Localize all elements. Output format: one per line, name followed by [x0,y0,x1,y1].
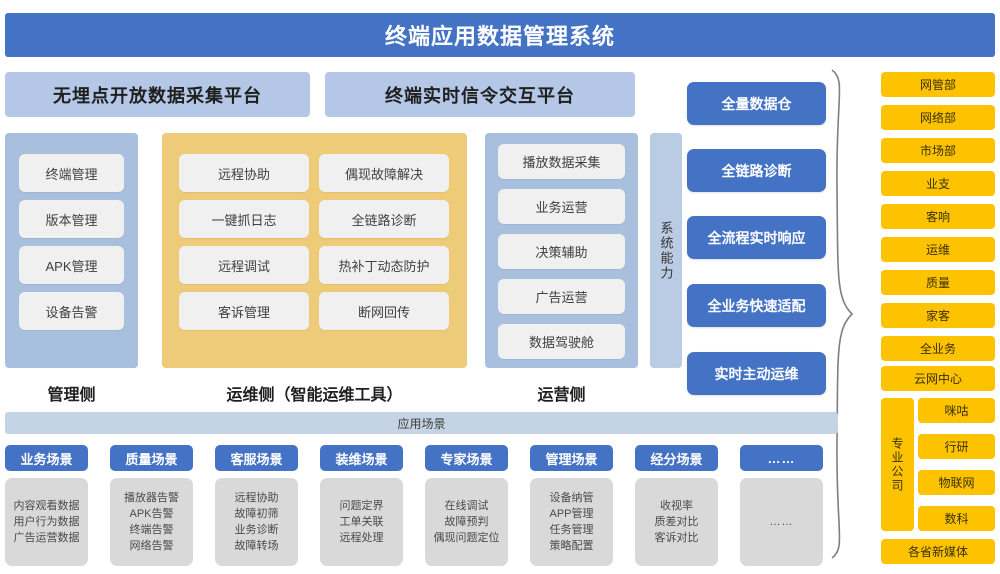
scenario-body-5: 设备纳管 APP管理 任务管理 策略配置 [530,478,613,566]
scenario-body-4: 在线调试 故障预判 偶现问题定位 [425,478,508,566]
scenario-body-3: 问题定界 工单关联 远程处理 [320,478,403,566]
scenario-tab-3[interactable]: 装维场景 [320,445,403,471]
system-capability-label: 系统能力 [658,220,674,281]
scenario-tab-0[interactable]: 业务场景 [5,445,88,471]
scenario-tab-6[interactable]: 经分场景 [635,445,718,471]
dept-chip-new-media[interactable]: 各省新媒体 [881,539,995,564]
dept-chip-2[interactable]: 市场部 [881,138,995,163]
scenario-body-more: …… [740,478,823,566]
caption-management: 管理侧 [47,387,96,404]
panel-operations-maintenance: 远程协助 一键抓日志 远程调试 客诉管理 偶现故障解决 全链路诊断 热补丁动态防… [162,133,467,368]
chip-ops-left-1[interactable]: 一键抓日志 [179,200,309,238]
chip-biz-2[interactable]: 决策辅助 [498,234,625,269]
scenario-tab-1[interactable]: 质量场景 [110,445,193,471]
chip-management-3[interactable]: 设备告警 [19,292,124,330]
chip-ops-left-3[interactable]: 客诉管理 [179,292,309,330]
dept-chip-7[interactable]: 家客 [881,303,995,328]
caption-operations-maintenance: 运维侧（智能运维工具） [226,387,403,404]
platform-header-collection: 无埋点开放数据采集平台 [5,72,310,117]
dept-chip-0[interactable]: 网管部 [881,72,995,97]
chip-biz-1[interactable]: 业务运营 [498,189,625,224]
dept-chip-3[interactable]: 业支 [881,171,995,196]
capability-button-3[interactable]: 全业务快速适配 [687,284,826,327]
curly-brace-icon [831,69,854,559]
capability-button-4[interactable]: 实时主动运维 [687,352,826,395]
dept-chip-1[interactable]: 网络部 [881,105,995,130]
dept-chip-6[interactable]: 质量 [881,270,995,295]
chip-ops-right-2[interactable]: 热补丁动态防护 [319,246,449,284]
scenario-tab-4[interactable]: 专家场景 [425,445,508,471]
panel-business-operations: 播放数据采集 业务运营 决策辅助 广告运营 数据驾驶舱 [485,133,638,368]
caption-business-operations: 运营侧 [537,387,586,404]
capability-button-0[interactable]: 全量数据仓 [687,82,826,125]
capability-button-1[interactable]: 全链路诊断 [687,149,826,192]
scenario-body-0: 内容观看数据 用户行为数据 广告运营数据 [5,478,88,566]
dept-group-label: 专业公司 [890,436,904,493]
scenario-tab-more[interactable]: …… [740,445,823,471]
chip-ops-left-0[interactable]: 远程协助 [179,154,309,192]
dept-chip-4[interactable]: 客响 [881,204,995,229]
scenario-body-2: 远程协助 故障初筛 业务诊断 故障转场 [215,478,298,566]
dept-sub-chip-2[interactable]: 物联网 [918,470,995,495]
chip-ops-right-0[interactable]: 偶现故障解决 [319,154,449,192]
scenario-tab-5[interactable]: 管理场景 [530,445,613,471]
scenario-tab-2[interactable]: 客服场景 [215,445,298,471]
chip-management-0[interactable]: 终端管理 [19,154,124,192]
scenarios-header: 应用场景 [5,412,838,434]
chip-management-1[interactable]: 版本管理 [19,200,124,238]
chip-ops-left-2[interactable]: 远程调试 [179,246,309,284]
chip-biz-4[interactable]: 数据驾驶舱 [498,324,625,359]
dept-sub-chip-1[interactable]: 行研 [918,434,995,459]
dept-chip-5[interactable]: 运维 [881,237,995,262]
platform-header-signaling: 终端实时信令交互平台 [325,72,635,117]
scenario-body-1: 播放器告警 APK告警 终端告警 网络告警 [110,478,193,566]
dept-chip-8[interactable]: 全业务 [881,336,995,361]
chip-biz-0[interactable]: 播放数据采集 [498,144,625,179]
chip-ops-right-1[interactable]: 全链路诊断 [319,200,449,238]
dept-sub-chip-0[interactable]: 咪咕 [918,398,995,423]
page-title: 终端应用数据管理系统 [5,13,995,57]
system-capability-bar: 系统能力 [650,133,682,368]
chip-management-2[interactable]: APK管理 [19,246,124,284]
dept-chip-9[interactable]: 云网中心 [881,366,995,391]
chip-biz-3[interactable]: 广告运营 [498,279,625,314]
chip-ops-right-3[interactable]: 断网回传 [319,292,449,330]
dept-sub-chip-3[interactable]: 数科 [918,506,995,531]
panel-management: 终端管理 版本管理 APK管理 设备告警 [5,133,138,368]
dept-group-professional-company: 专业公司 [881,398,914,531]
capability-button-2[interactable]: 全流程实时响应 [687,216,826,259]
scenario-body-6: 收视率 质差对比 客诉对比 [635,478,718,566]
